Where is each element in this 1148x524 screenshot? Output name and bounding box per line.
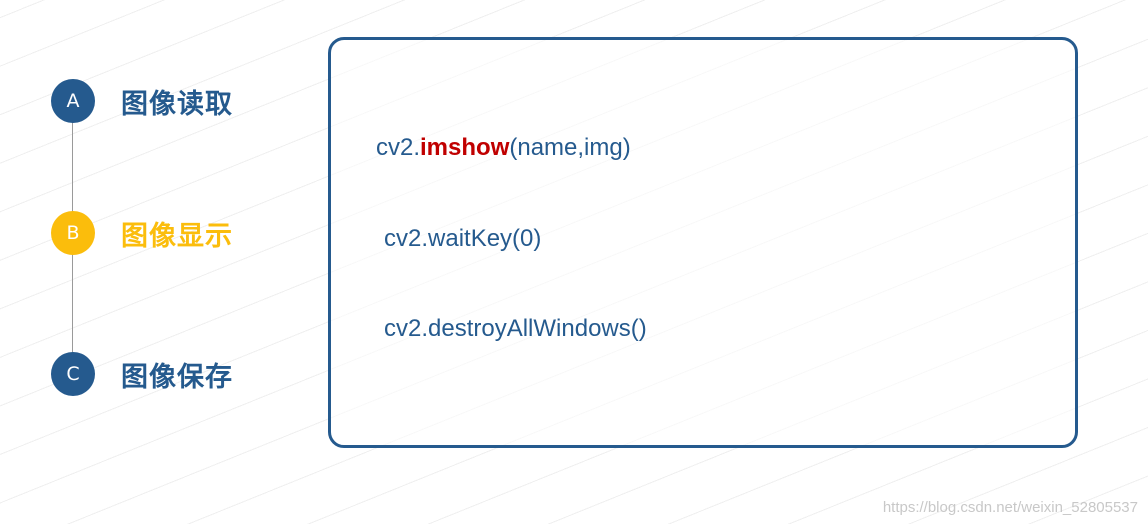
code-panel: cv2.imshow(name,img) cv2.waitKey(0) cv2.… xyxy=(328,37,1078,448)
code-args: (name,img) xyxy=(509,134,631,161)
watermark-url: https://blog.csdn.net/weixin_52805537 xyxy=(882,499,1138,516)
step-badge-b: B xyxy=(51,211,95,255)
code-function-highlight: imshow xyxy=(420,134,510,161)
step-read-image[interactable]: A 图像读取 xyxy=(51,79,233,123)
step-label-read-image: 图像读取 xyxy=(121,88,233,120)
step-badge-a: A xyxy=(51,79,95,123)
step-badge-c: C xyxy=(51,352,95,396)
code-line-destroy: cv2.destroyAllWindows() xyxy=(384,315,647,342)
step-label-show-image: 图像显示 xyxy=(121,220,233,252)
code-prefix: cv2. xyxy=(376,134,421,161)
step-show-image[interactable]: B 图像显示 xyxy=(51,211,233,255)
step-save-image[interactable]: C 图像保存 xyxy=(51,352,233,396)
step-label-save-image: 图像保存 xyxy=(121,361,233,393)
code-line-imshow: cv2.imshow(name,img) xyxy=(376,134,631,162)
code-line-waitkey: cv2.waitKey(0) xyxy=(384,225,542,252)
